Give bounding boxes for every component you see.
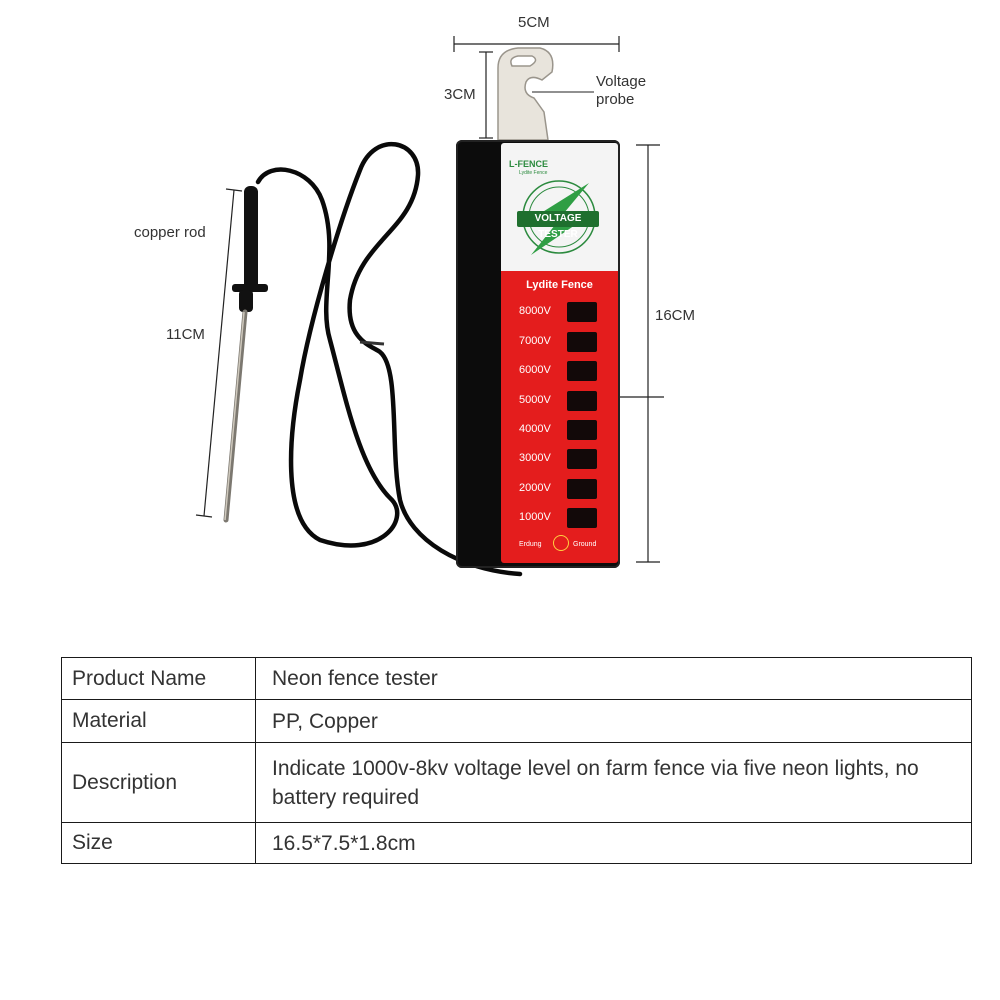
device-front-panel: L-FENCE Lydite Fence VOLTAGE TESTER Lydi… (501, 143, 618, 563)
height-dimension-line (620, 144, 664, 563)
spec-key: Material (61, 699, 256, 743)
panel-logo-area: L-FENCE Lydite Fence VOLTAGE TESTER (501, 143, 618, 271)
voltage-tester-device: L-FENCE Lydite Fence VOLTAGE TESTER Lydi… (456, 140, 620, 568)
neon-lamp (567, 449, 597, 469)
level-label: 6000V (519, 364, 551, 376)
neon-lamp (567, 361, 597, 381)
neon-lamp (567, 479, 597, 499)
hook-dimension-line (479, 51, 493, 139)
level-label: 2000V (519, 482, 551, 494)
level-label: 8000V (519, 305, 551, 317)
level-row: 6000V (515, 361, 615, 383)
copper-rod-label: copper rod (134, 224, 206, 241)
level-row: 7000V (515, 332, 615, 354)
level-row: 8000V (515, 302, 615, 324)
brand-logo-text: L-FENCE (509, 159, 548, 169)
spec-key: Product Name (61, 657, 256, 700)
level-label: 4000V (519, 423, 551, 435)
panel-indicator-area: Lydite Fence 8000V 7000V 6000V 5000V 400… (501, 271, 618, 563)
level-label: 1000V (519, 511, 551, 523)
voltage-tester-badge: VOLTAGE TESTER (517, 211, 599, 240)
product-illustration (195, 36, 664, 577)
voltage-probe-label-line2: probe (596, 91, 635, 108)
copper-rod-probe (223, 186, 268, 523)
level-row: 3000V (515, 449, 615, 471)
spec-key: Description (61, 742, 256, 823)
neon-lamp (567, 391, 597, 411)
level-row: 2000V (515, 479, 615, 501)
erdung-label: Erdung (519, 541, 542, 548)
cable (255, 141, 523, 577)
voltage-probe-label-line1: Voltage (596, 73, 647, 90)
lightning-bolt-icon (522, 180, 596, 255)
level-row: 5000V (515, 391, 615, 413)
level-row: 4000V (515, 420, 615, 442)
level-label: 7000V (519, 335, 551, 347)
level-label: 5000V (519, 394, 551, 406)
hook-dimension-label: 3CM (444, 86, 476, 103)
level-row: 1000V (515, 508, 615, 530)
spec-value: Neon fence tester (255, 657, 972, 700)
table-row: Product Name Neon fence tester (61, 657, 972, 700)
height-dimension-label: 16CM (655, 307, 696, 324)
panel-title: Lydite Fence (526, 279, 593, 291)
brand-sub-text: Lydite Fence (519, 170, 548, 176)
level-label: 3000V (519, 452, 551, 464)
ground-icon (553, 535, 569, 551)
ground-label: Ground (573, 541, 597, 548)
table-row: Material PP, Copper (61, 699, 972, 743)
neon-lamp (567, 420, 597, 440)
neon-lamp (567, 302, 597, 322)
spec-key: Size (61, 822, 256, 864)
spec-value: PP, Copper (255, 699, 972, 743)
spec-table: Product Name Neon fence tester Material … (61, 657, 972, 864)
neon-lamp (567, 508, 597, 528)
width-dimension-label: 5CM (518, 14, 550, 31)
table-row: Size 16.5*7.5*1.8cm (61, 822, 972, 864)
rod-dimension-label: 11CM (166, 326, 205, 343)
spec-value: 16.5*7.5*1.8cm (255, 822, 972, 864)
spec-value: Indicate 1000v-8kv voltage level on farm… (255, 742, 972, 823)
width-dimension-line (453, 36, 620, 52)
hook-shape (497, 47, 554, 141)
neon-lamp (567, 332, 597, 352)
table-row: Description Indicate 1000v-8kv voltage l… (61, 742, 972, 823)
rod-dimension-line (195, 188, 243, 518)
